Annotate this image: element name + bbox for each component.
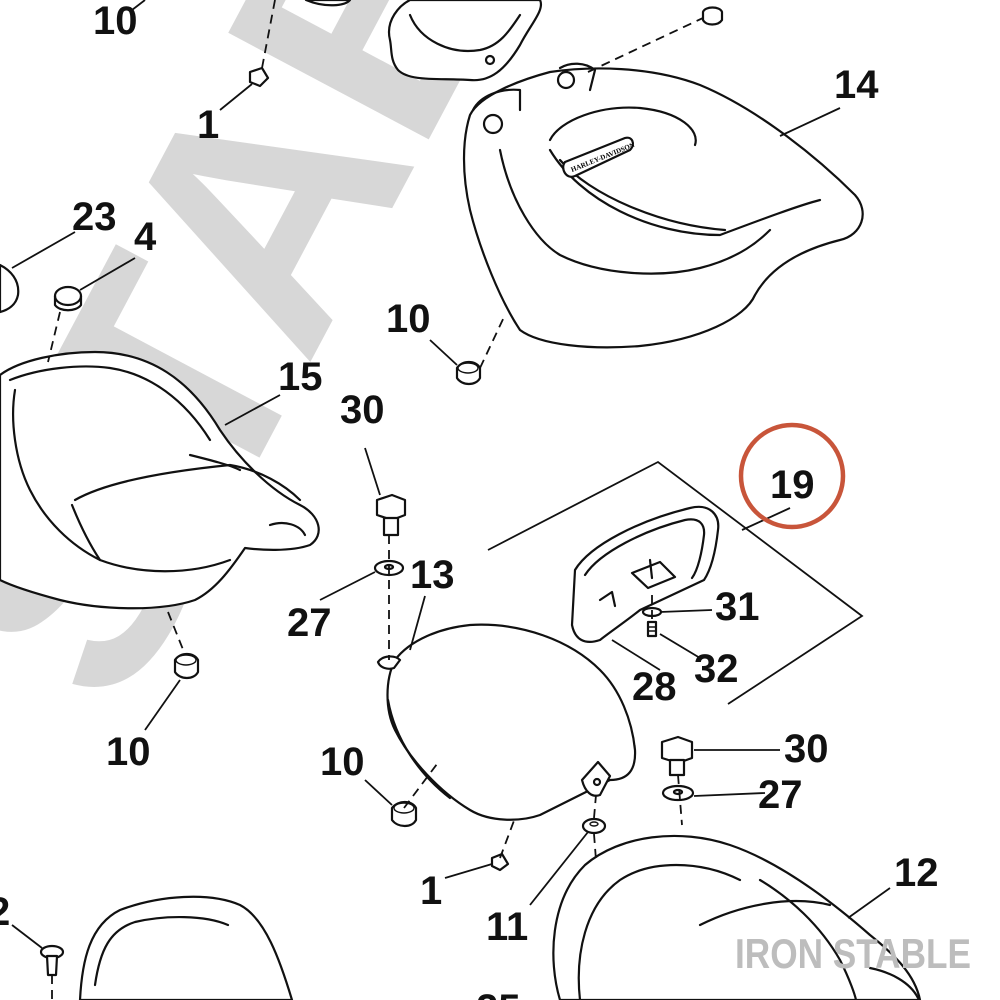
callout-11: 11	[486, 905, 528, 949]
seat-12	[552, 834, 922, 1000]
callout-4: 4	[134, 215, 157, 259]
callout-27-left: 27	[287, 601, 332, 645]
callout-10-center: 10	[320, 740, 365, 784]
callout-1-top: 1	[197, 103, 219, 147]
seat-bottom-left	[78, 895, 294, 1000]
callout-14: 14	[834, 63, 879, 107]
brand-mark: IRON STABLE	[735, 930, 971, 977]
callout-27-right: 27	[758, 773, 803, 817]
part-23-edge	[0, 263, 20, 314]
callout-32: 32	[694, 647, 739, 691]
callout-1-bottom: 1	[420, 869, 442, 913]
nut-10-mid	[455, 360, 482, 386]
callout-15: 15	[278, 355, 323, 399]
callout-2: 2	[0, 890, 10, 934]
callout-10-left: 10	[106, 730, 151, 774]
bolt-30-left	[375, 493, 407, 537]
callout-30-right: 30	[784, 727, 829, 771]
grommet-11	[581, 817, 607, 835]
callout-labels: 10 1 14 23 4 10 15 30 19 13 27 31 32 28 …	[0, 0, 939, 1000]
seat-14: HARLEY-DAVIDSON	[462, 62, 864, 349]
nut-10-top	[701, 6, 724, 26]
pillion-pad-13	[376, 623, 637, 821]
bolt-30-right	[660, 735, 694, 777]
screw-2	[39, 944, 65, 977]
callout-10-mid: 10	[386, 297, 431, 341]
backrest-28	[570, 505, 720, 643]
seat-15	[0, 350, 320, 610]
callout-23: 23	[72, 195, 117, 239]
assembly-19-frame	[487, 460, 864, 705]
screw-32	[646, 620, 658, 638]
callout-31: 31	[715, 585, 760, 629]
clip-1-top	[248, 66, 270, 88]
callout-30-left: 30	[340, 388, 385, 432]
nut-10-center	[390, 800, 418, 828]
callout-12: 12	[894, 851, 939, 895]
callout-19: 19	[770, 463, 815, 507]
callout-13: 13	[410, 553, 455, 597]
washer-27-right	[661, 784, 695, 802]
strap-bracket	[304, 0, 543, 82]
highlight-circle	[738, 422, 846, 530]
callout-25: 25	[476, 987, 521, 1000]
knob-4	[53, 285, 83, 312]
nut-10-left	[173, 652, 200, 680]
callout-28: 28	[632, 665, 677, 709]
leader-lines	[11, 0, 891, 949]
assembly-lines	[47, 0, 704, 1000]
callout-10-top: 10	[93, 0, 138, 43]
